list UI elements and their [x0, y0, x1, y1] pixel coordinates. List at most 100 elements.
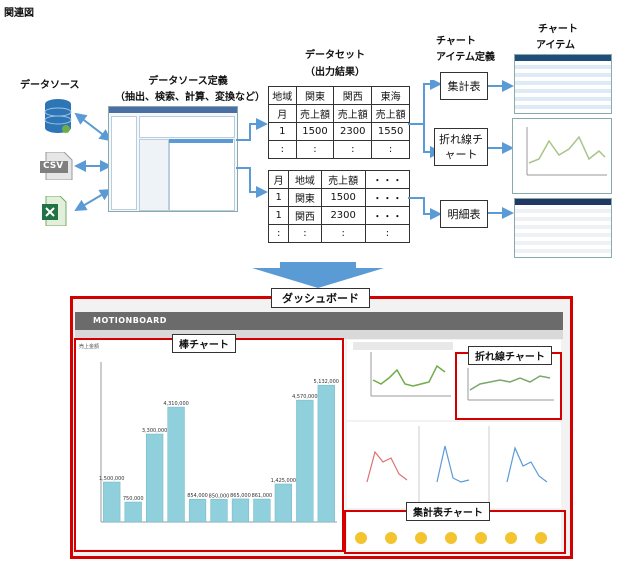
dataset-cell: 東海	[371, 86, 410, 105]
dataset-cell: 1	[268, 122, 297, 141]
dataset-cell: 売上額	[320, 170, 366, 189]
bar	[317, 384, 335, 523]
dataset-row: 月地域売上額・・・	[267, 170, 411, 189]
bar-value-label: 1,500,000	[99, 476, 124, 482]
bar	[253, 498, 271, 523]
dataset-title: データセット	[305, 50, 365, 61]
summary-table-thumbnail	[514, 54, 612, 114]
bar-chart-highlight	[74, 338, 344, 552]
table-chart-label: 集計表チャート	[406, 502, 490, 521]
bar	[103, 481, 121, 523]
bar	[146, 433, 164, 523]
dashboard-tabbar	[75, 330, 563, 339]
bar-value-label: 3,300,000	[142, 428, 167, 434]
source-connection-arrows	[74, 112, 112, 212]
dataset-cell: :	[288, 224, 322, 243]
dataset-cell: 1	[267, 206, 290, 225]
dataset-cell: 1550	[371, 122, 410, 141]
y-axis-label: 売上金額	[79, 343, 99, 350]
bar	[210, 499, 228, 523]
bar-value-label: 5,132,000	[314, 379, 339, 385]
dataset-cell: :	[295, 140, 335, 159]
dataset-arrows	[236, 118, 268, 198]
dataset-row: 地域関東関西東海	[268, 86, 410, 105]
dataset-cell: 月	[267, 170, 290, 189]
line-chart-thumbnail	[512, 118, 612, 194]
database-icon	[44, 99, 72, 133]
bar-value-label: 4,570,000	[292, 394, 317, 400]
dashboard-menubar: MOTIONBOARD	[75, 312, 563, 330]
dataset-cell: ・・・	[364, 206, 411, 225]
bar-value-label: 854,000	[187, 493, 208, 499]
dataset-row: ::::	[268, 140, 410, 159]
data-source-label: データソース	[20, 80, 80, 91]
dataset-cell: 2300	[333, 122, 373, 141]
csv-file-icon: CSV	[40, 152, 74, 180]
bar-value-label: 4,310,000	[163, 401, 188, 407]
chart-item-subtitle: アイテム	[536, 40, 575, 51]
bar-value-label: 865,000	[230, 493, 251, 499]
bar	[188, 498, 207, 523]
dataset-cell: :	[364, 224, 411, 243]
dataset-cell: 売上額	[371, 104, 410, 123]
dataset-cell: 2300	[320, 206, 366, 225]
dataset-cell: 売上額	[295, 104, 335, 123]
dataset-cell: 関西	[288, 206, 322, 225]
dataset-cell: :	[268, 140, 297, 159]
bar-chart-panel: 売上金額 1,500,000 750,000 3,300,000 4,310,000 85…	[75, 340, 345, 549]
bar	[167, 406, 185, 523]
dataset-subtitle: （出力結果）	[305, 67, 365, 78]
down-arrow-icon	[252, 262, 384, 288]
dataset-cell: ・・・	[364, 170, 411, 189]
bar	[296, 399, 314, 523]
chart-item-def-subtitle: アイテム定義	[436, 52, 495, 63]
small-line-panel	[458, 360, 558, 414]
dataset-row: ::::	[267, 224, 411, 243]
bar-chart-svg: 売上金額 1,500,000 750,000 3,300,000 4,310,000 85…	[79, 343, 339, 523]
dataset-cell: :	[320, 224, 366, 243]
dataset-cell: 関東	[295, 86, 335, 105]
detail-table-def-box: 明細表	[440, 200, 488, 228]
dataset-cell: :	[371, 140, 410, 159]
bar	[231, 498, 250, 523]
dataset-cell: 1	[267, 188, 290, 207]
chart-item-def-title: チャート	[436, 36, 476, 47]
ds-definition-title: データソース定義	[148, 76, 228, 87]
dataset-cell: 1500	[295, 122, 335, 141]
bar-value-label: 850,000	[209, 493, 230, 499]
bar-value-label: 861,000	[252, 493, 273, 499]
mini-charts-panel	[347, 422, 561, 508]
dataset-cell: 関東	[288, 188, 322, 207]
detail-table-thumbnail	[514, 198, 612, 258]
dataset-cell: 売上額	[333, 104, 373, 123]
dataset-cell: 地域	[268, 86, 297, 105]
line-chart-label: 折れ線チャート	[468, 346, 552, 365]
product-logo: MOTIONBOARD	[93, 316, 167, 325]
bar	[274, 483, 292, 523]
dataset-cell: 月	[268, 104, 297, 123]
bar-value-label: 750,000	[123, 496, 144, 502]
dataset-cell: 1500	[320, 188, 366, 207]
dataset-cell: ・・・	[364, 188, 411, 207]
bar	[124, 501, 142, 523]
ds-definition-screenshot	[108, 106, 238, 212]
line-chart-def-box: 折れ線チャート	[434, 128, 488, 166]
item-definition-arrows	[408, 80, 442, 220]
dashboard-label: ダッシュボード	[271, 288, 370, 308]
csv-label: CSV	[43, 161, 64, 171]
dataset-cell: :	[333, 140, 373, 159]
bar-chart-label: 棒チャート	[172, 334, 236, 353]
page-title: 関連図	[4, 8, 34, 19]
bar-value-label: 1,425,000	[271, 478, 296, 484]
dataset-cell: :	[267, 224, 290, 243]
summary-table-def-box: 集計表	[440, 72, 488, 100]
chart-item-arrows	[488, 80, 514, 219]
dataset-cell: 関西	[333, 86, 373, 105]
dataset-row: 月売上額売上額売上額	[268, 104, 410, 123]
excel-file-icon	[42, 196, 67, 226]
